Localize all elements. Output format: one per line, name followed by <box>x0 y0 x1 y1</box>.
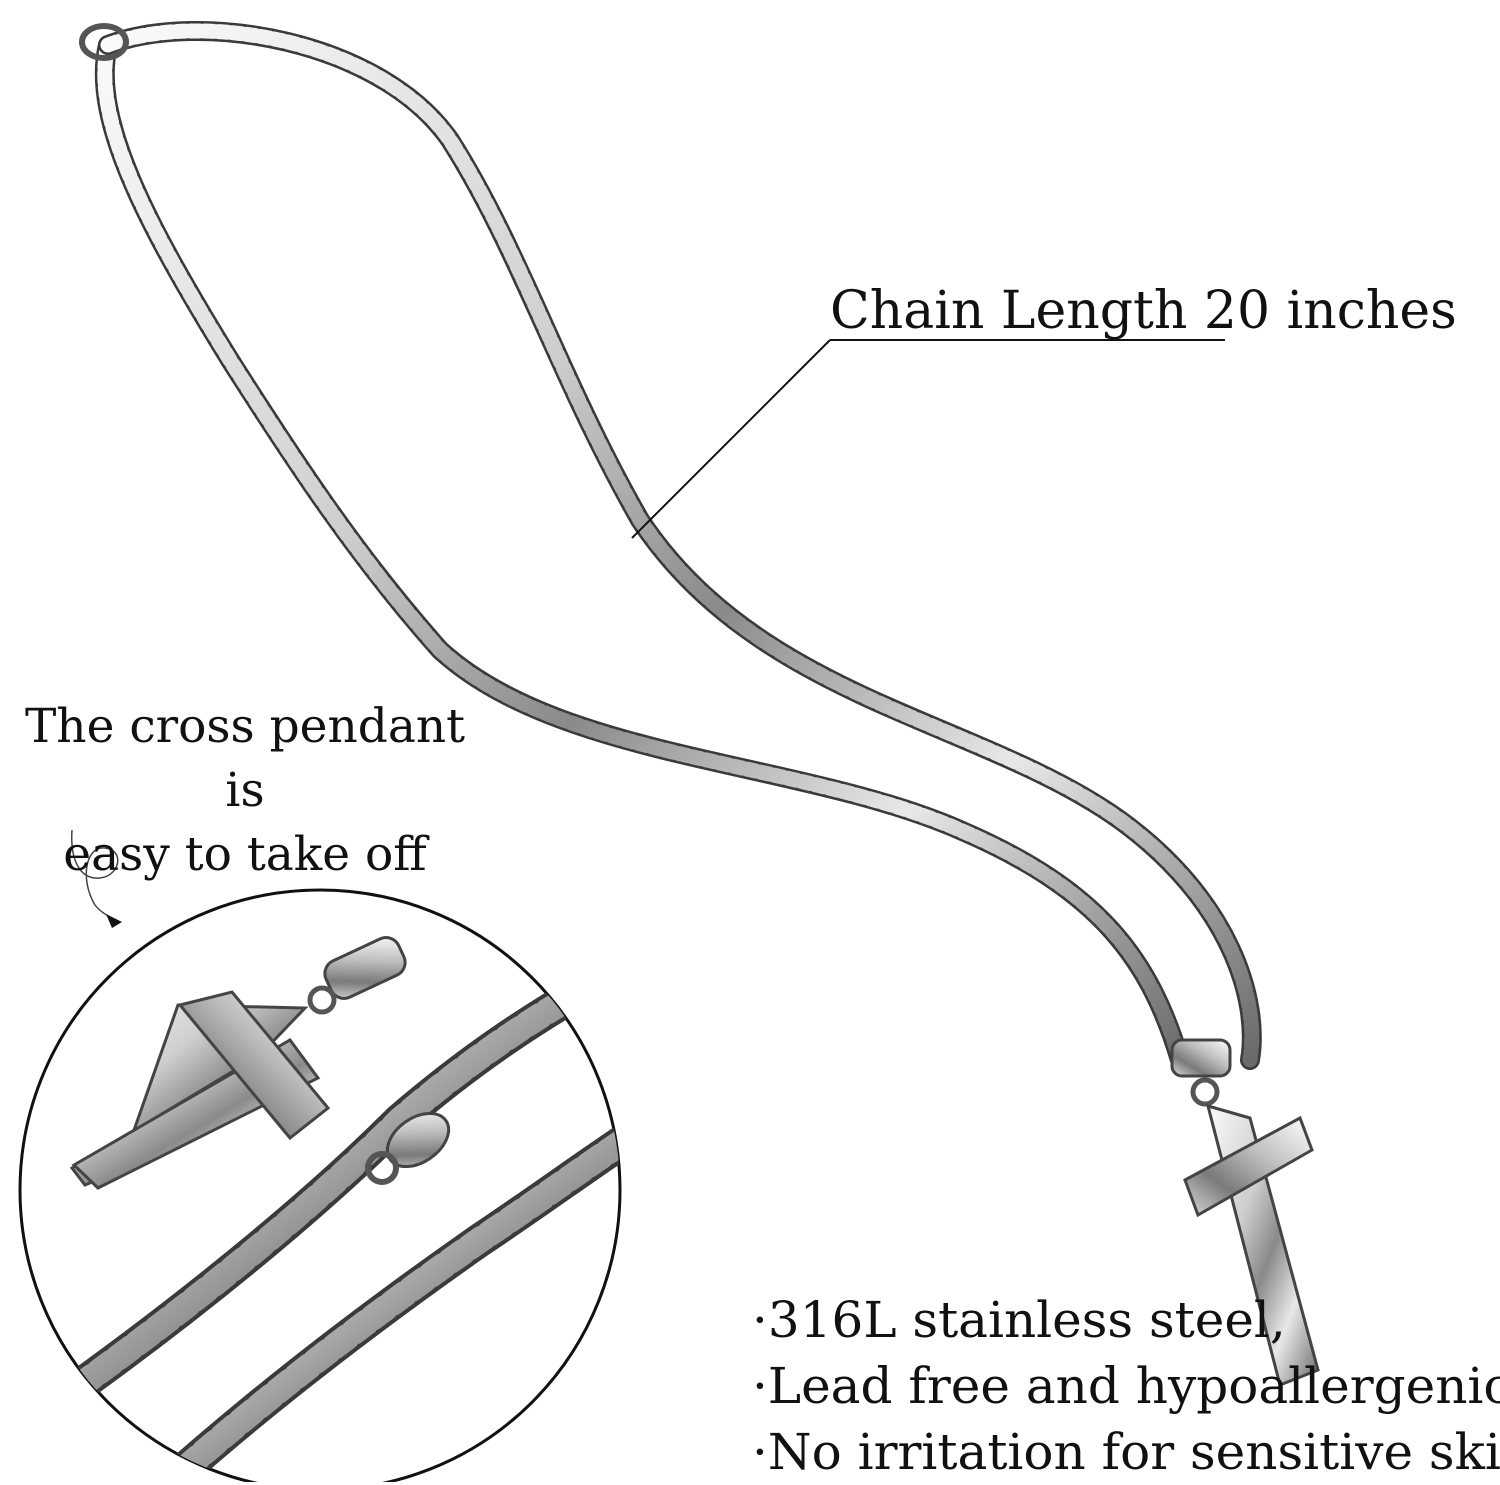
chain-length-callout <box>631 339 1225 539</box>
feature-item: ·316L stainless steel, <box>752 1291 1286 1349</box>
curly-arrow-icon <box>71 829 122 928</box>
feature-item: ·Lead free and hypoallergenic. <box>752 1357 1500 1415</box>
chain-length-label: Chain Length 20 inches <box>830 281 1457 341</box>
detail-circle <box>18 888 622 1482</box>
cross-pendant <box>1170 1038 1320 1388</box>
pendant-note-line-1: The cross pendant is <box>24 699 466 818</box>
feature-item: ·No irritation for sensitive skin. <box>752 1423 1500 1481</box>
pendant-note: The cross pendant is easy to take off <box>0 695 490 887</box>
feature-list: ·316L stainless steel, ·Lead free and hy… <box>752 1287 1500 1485</box>
necklace-chain <box>79 21 1262 1070</box>
pendant-note-line-2: easy to take off <box>63 827 427 882</box>
